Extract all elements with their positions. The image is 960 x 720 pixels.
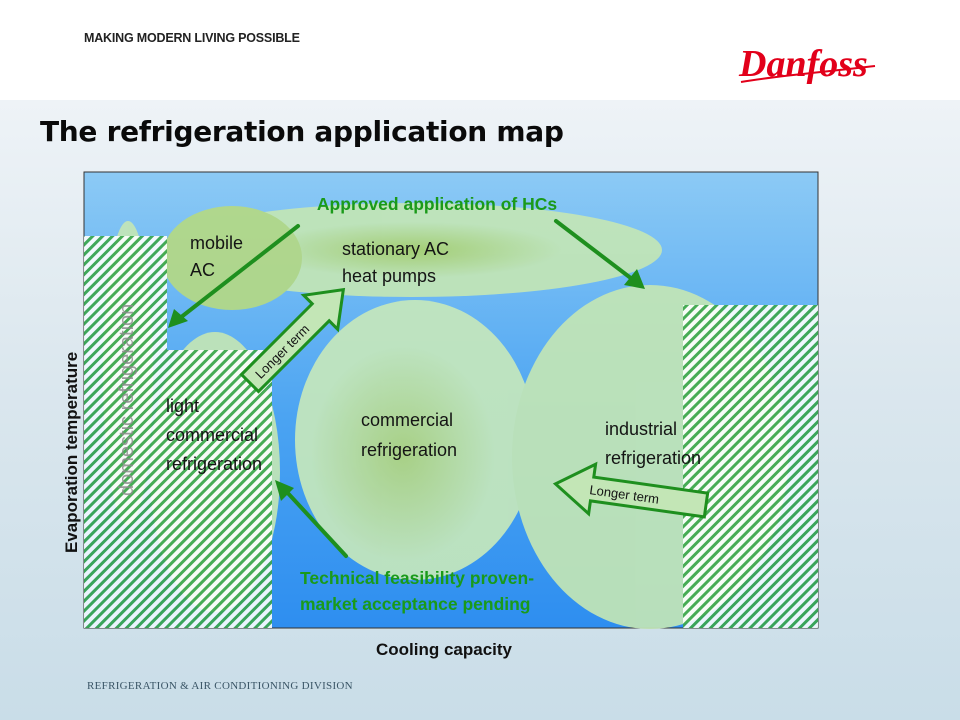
y-axis-label: Evaporation temperature — [62, 352, 81, 553]
approved-label: Approved application of HCs — [317, 194, 557, 214]
technical-arrow — [283, 488, 348, 558]
approved-arrow-left-head — [168, 309, 188, 328]
commercial-region — [295, 300, 535, 580]
header-bar — [0, 0, 960, 100]
commercial-label-line1: commercial — [361, 410, 453, 430]
stationary-ac-label-line1: stationary AC — [342, 239, 449, 259]
technical-label-line1: Technical feasibility proven- — [300, 568, 534, 588]
approved-arrow-left — [178, 224, 300, 320]
logo-wordmark: Danfoss — [738, 43, 868, 85]
mobile-ac-label-line2: AC — [190, 260, 215, 280]
longer-term-arrow-2 — [552, 461, 710, 519]
mobile-ac-region — [162, 206, 302, 310]
tagline: MAKING MODERN LIVING POSSIBLE — [84, 31, 300, 45]
technical-arrow-head — [275, 480, 294, 501]
commercial-label-line2: refrigeration — [361, 440, 457, 460]
mobile-ac-label-line1: mobile — [190, 233, 243, 253]
approved-arrow-right-head — [624, 269, 645, 289]
industrial-label-line1: industrial — [605, 419, 677, 439]
light-commercial-label-line1: light — [166, 396, 199, 416]
light-commercial-label-line2: commercial — [166, 425, 258, 445]
slide-title: The refrigeration application map — [40, 115, 564, 148]
industrial-label-line2: refrigeration — [605, 448, 701, 468]
danfoss-logo: Danfoss — [738, 43, 876, 85]
x-axis-label: Cooling capacity — [376, 640, 513, 659]
hatch-block-domestic — [84, 236, 167, 628]
stationary-ac-label-line2: heat pumps — [342, 266, 436, 286]
hatch-block-industrial — [683, 305, 818, 628]
domestic-label: domestic refrigeration — [116, 304, 138, 496]
approved-arrow-right — [554, 219, 634, 281]
light-commercial-label-line3: refrigeration — [166, 454, 262, 474]
hatch-block-light-commercial — [167, 350, 272, 628]
technical-label-line2: market acceptance pending — [300, 594, 531, 614]
footer-division: REFRIGERATION & AIR CONDITIONING DIVISIO… — [87, 680, 353, 692]
